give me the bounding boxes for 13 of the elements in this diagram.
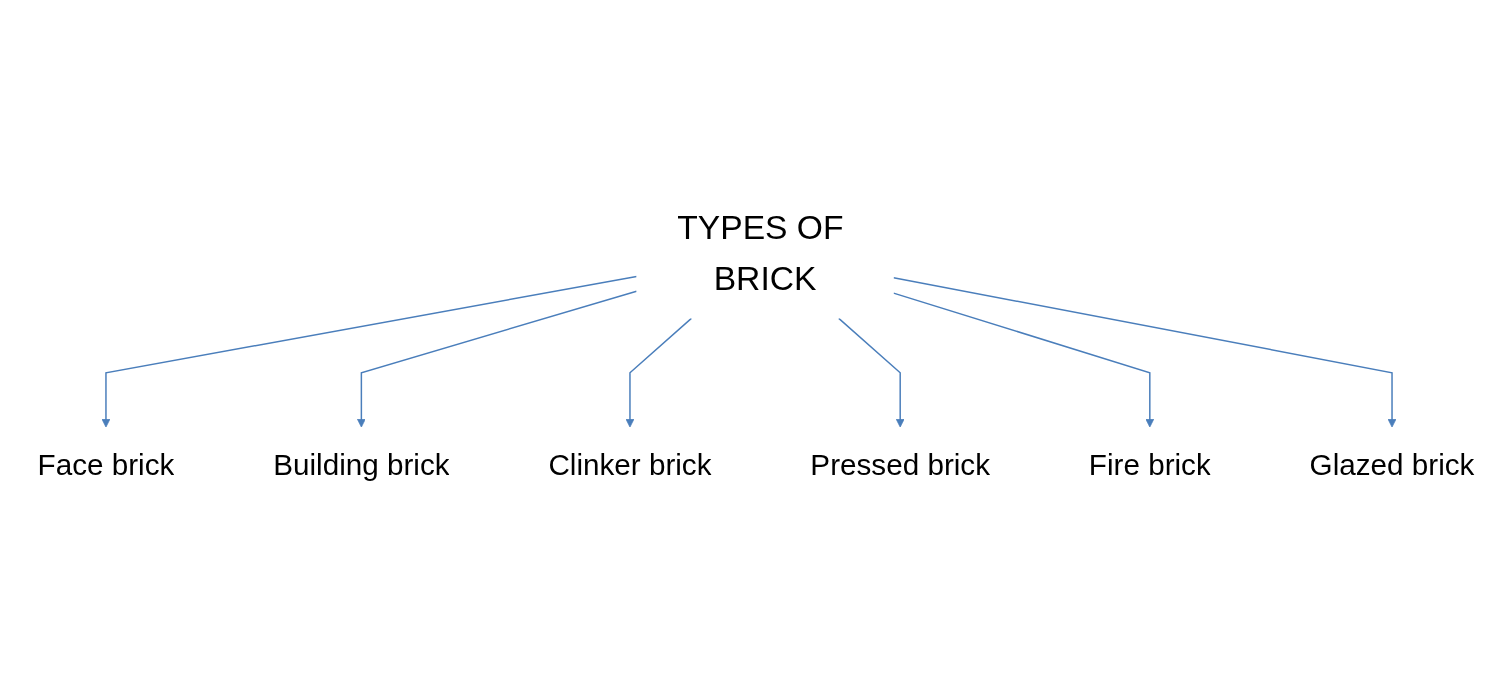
node-text: Glazed brick — [1309, 448, 1475, 481]
node-text: TYPES OF BRICK — [677, 209, 844, 298]
arrow — [892, 292, 1155, 428]
arrow — [101, 276, 638, 428]
node-text: Face brick — [37, 448, 175, 481]
node-text: Fire brick — [1088, 448, 1211, 481]
node-text: Building brick — [273, 448, 450, 481]
arrow — [838, 318, 905, 428]
arrow — [892, 277, 1397, 428]
node-text: Clinker brick — [548, 448, 712, 481]
node-text: Pressed brick — [810, 448, 991, 481]
arrow — [357, 290, 638, 428]
arrow — [625, 318, 693, 428]
